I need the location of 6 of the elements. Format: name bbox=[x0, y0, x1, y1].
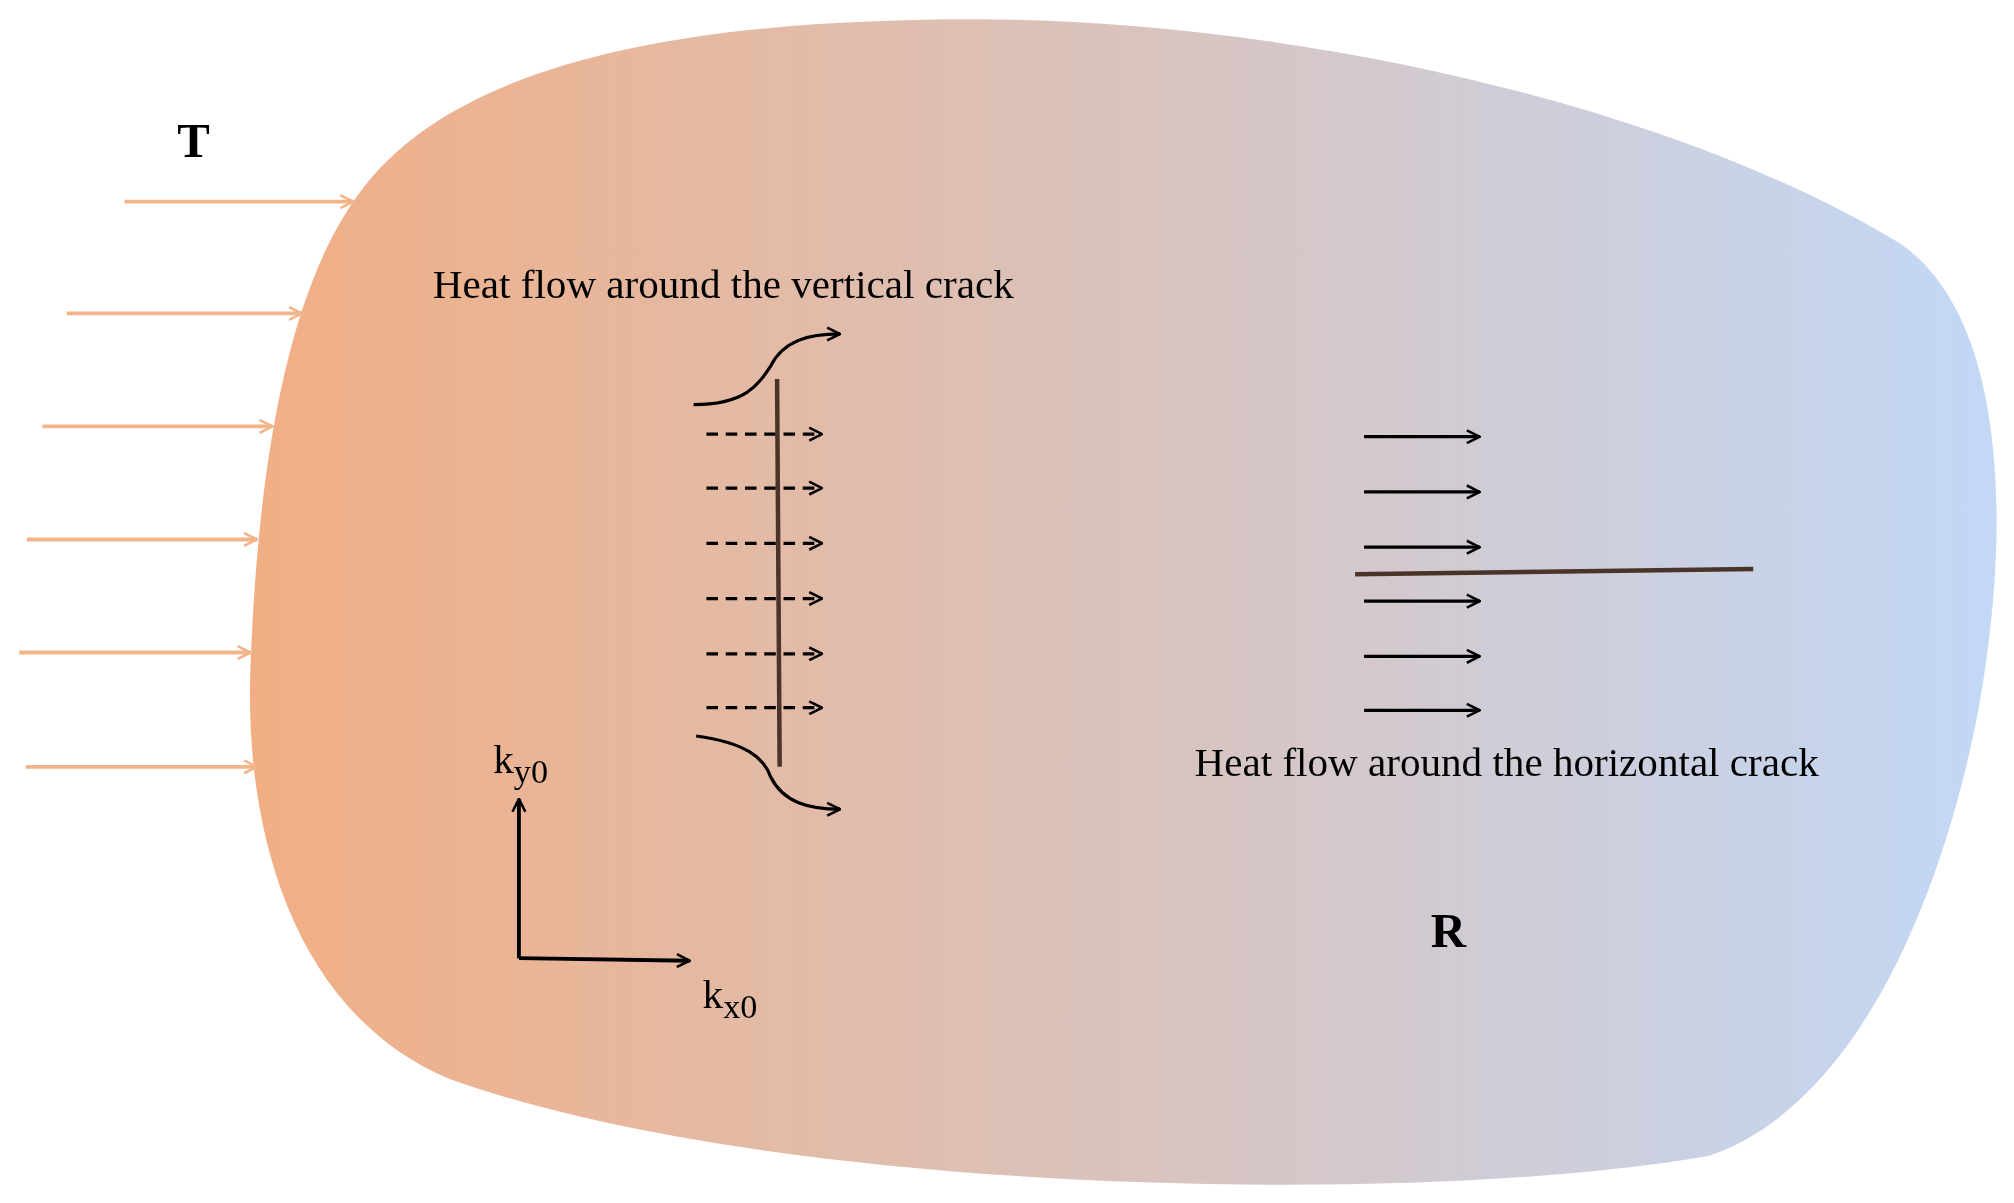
caption-text: Heat flow around the horizontal crack bbox=[1194, 741, 1819, 783]
boundary-label: T bbox=[177, 115, 210, 165]
axis-label: k$_{y0}$ bbox=[493, 738, 548, 789]
region-label: R bbox=[1430, 905, 1467, 955]
caption-text: Heat flow around the vertical crack bbox=[432, 263, 1014, 305]
axis-label: k$_{x0}$ bbox=[702, 973, 758, 1024]
